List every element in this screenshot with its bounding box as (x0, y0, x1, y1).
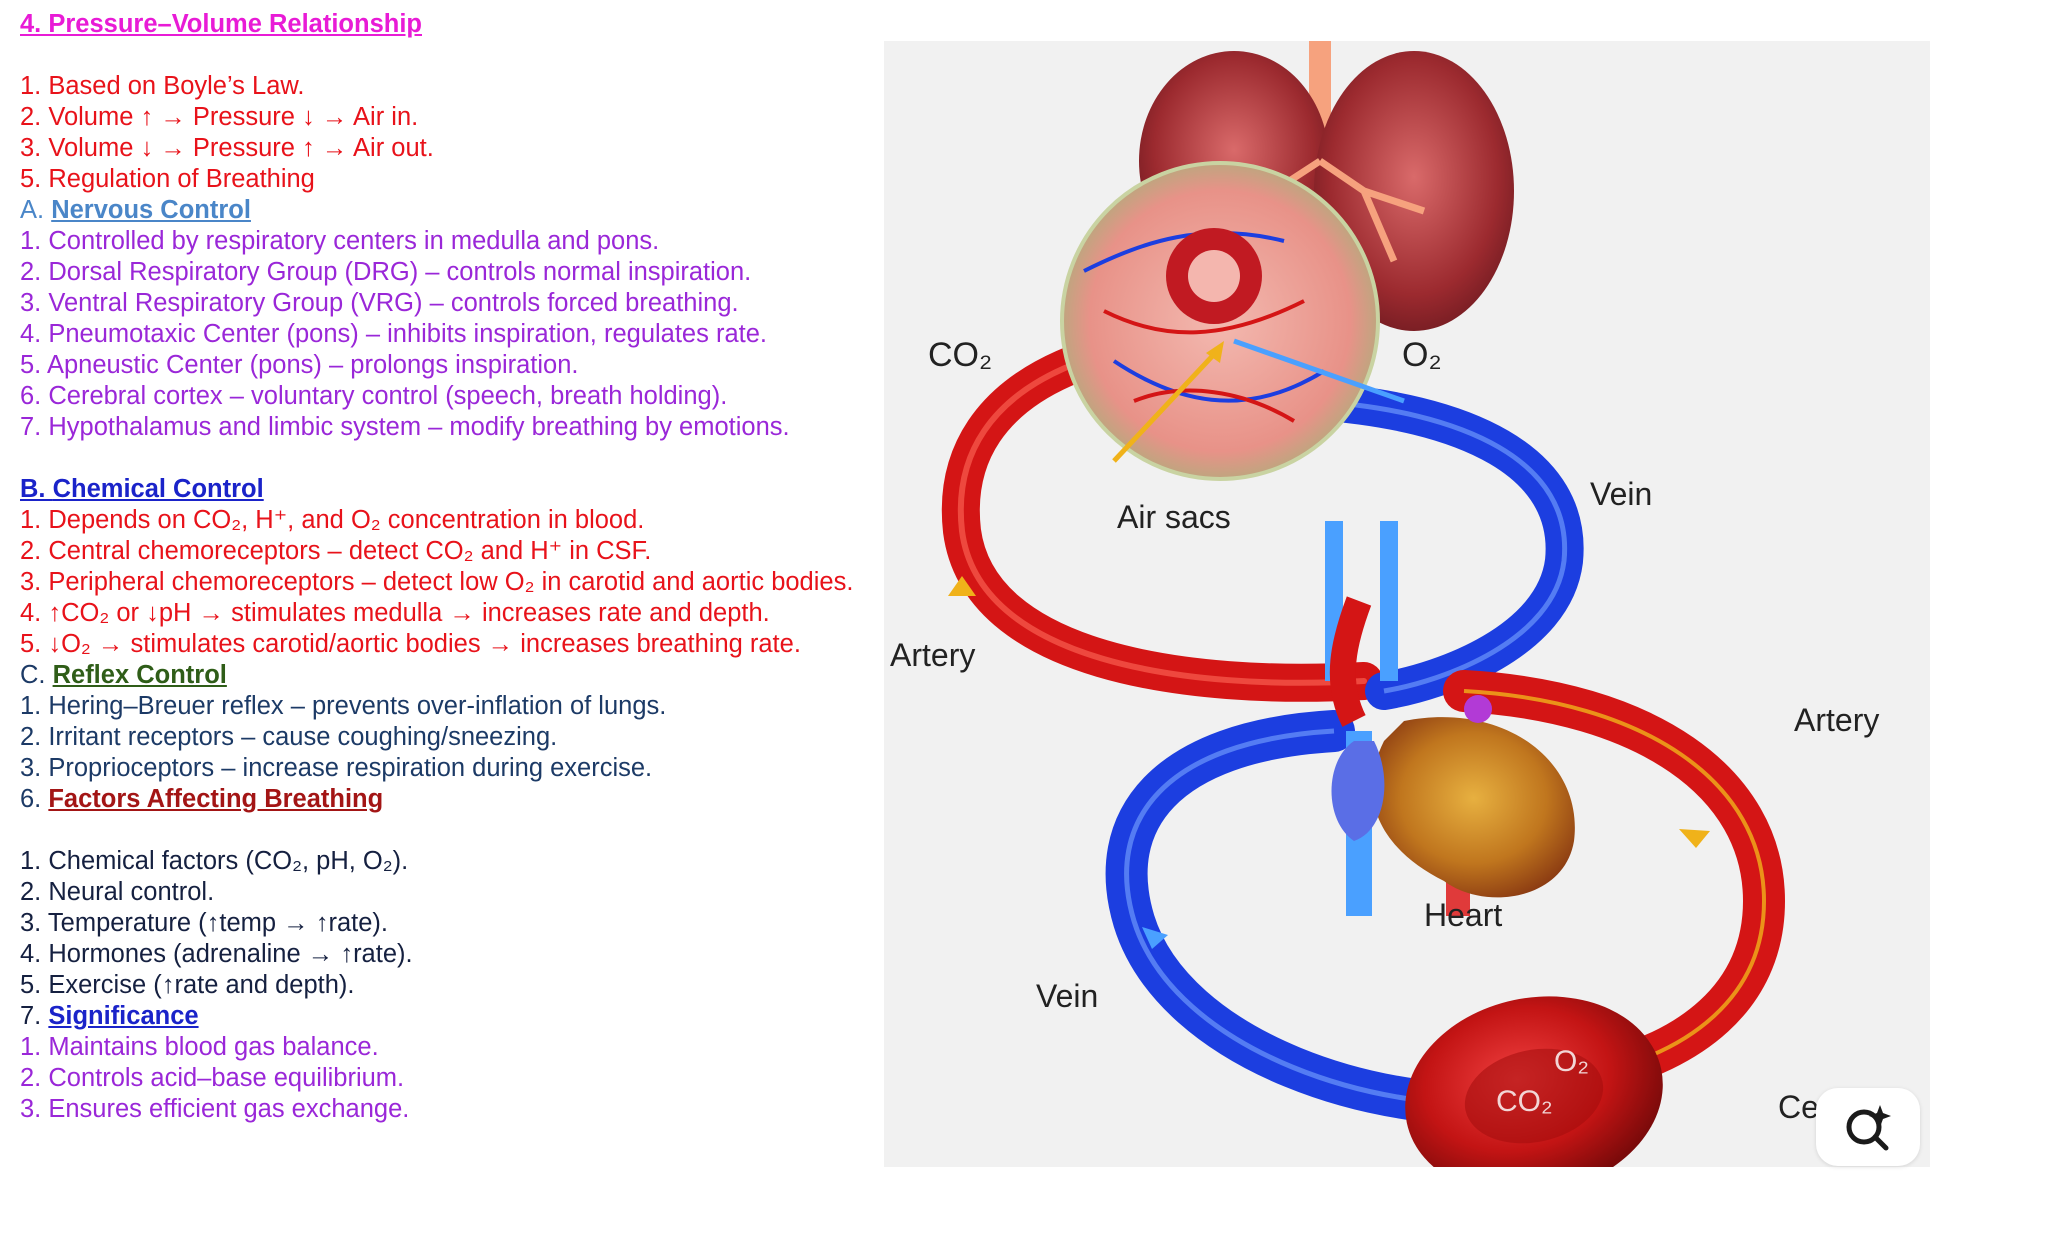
flow-arrow-left (948, 576, 976, 596)
note-line: 5. Regulation of Breathing (20, 165, 315, 193)
note-line: 1. Maintains blood gas balance. (20, 1033, 379, 1061)
note-line: 4. Pneumotaxic Center (pons) – inhibits … (20, 320, 767, 348)
note-line: 4. Hormones (adrenaline → ↑rate). (20, 940, 413, 968)
label-vein-top: Vein (1590, 476, 1652, 512)
notes-panel: 4. Pressure–Volume Relationship 1. Based… (20, 9, 890, 1125)
label-o2-top: O₂ (1402, 336, 1442, 374)
subheading-prefix: 6. (20, 785, 49, 813)
note-line: 3. Ensures efficient gas exchange. (20, 1095, 410, 1123)
circulation-diagram-image: CO₂ O₂ Air sacs Vein Artery Artery Heart… (884, 41, 1930, 1167)
note-line: 3. Peripheral chemoreceptors – detect lo… (20, 568, 854, 596)
subheading: Nervous Control (51, 196, 251, 224)
note-line: 7. Hypothalamus and limbic system – modi… (20, 413, 790, 441)
note-line: 1. Controlled by respiratory centers in … (20, 227, 660, 255)
subheading-line: B. Chemical Control (20, 474, 890, 505)
heart-shape (1372, 717, 1575, 898)
note-line: 1. Hering–Breuer reflex – prevents over-… (20, 692, 667, 720)
blank-line (20, 815, 890, 846)
subheading: Chemical Control (52, 475, 264, 503)
note-line: 3. Temperature (↑temp → ↑rate). (20, 909, 388, 937)
subheading-prefix: 7. (20, 1002, 49, 1030)
label-cell-partial: Ce (1778, 1089, 1819, 1125)
subheading-line: 6. Factors Affecting Breathing (20, 784, 890, 815)
note-line: 2. Central chemoreceptors – detect CO₂ a… (20, 537, 652, 565)
subheading-prefix: B. (20, 475, 53, 503)
label-vein-bottom: Vein (1036, 978, 1098, 1014)
section-title: 4. Pressure–Volume Relationship (20, 10, 422, 38)
subheading-prefix: A. (20, 196, 52, 224)
note-line: 2. Dorsal Respiratory Group (DRG) – cont… (20, 258, 752, 286)
subheading: Factors Affecting Breathing (48, 785, 384, 813)
note-line: 5. ↓O₂ → stimulates carotid/aortic bodie… (20, 630, 801, 658)
note-line: 2. Irritant receptors – cause coughing/s… (20, 723, 558, 751)
label-artery-right: Artery (1794, 702, 1879, 738)
label-heart: Heart (1424, 897, 1502, 933)
blank-line (20, 443, 890, 474)
note-line: 3. Volume ↓ → Pressure ↑ → Air out. (20, 134, 434, 162)
label-cell-co2: CO₂ (1496, 1085, 1553, 1118)
visual-search-button[interactable] (1816, 1088, 1920, 1166)
flow-arrow-right (1679, 829, 1710, 848)
note-line: 3. Proprioceptors – increase respiration… (20, 754, 653, 782)
note-line: 5. Exercise (↑rate and depth). (20, 971, 355, 999)
note-line: 2. Volume ↑ → Pressure ↓ → Air in. (20, 103, 419, 131)
subheading: Reflex Control (52, 661, 227, 689)
subheading-line: C. Reflex Control (20, 660, 890, 691)
note-line: 1. Based on Boyle’s Law. (20, 72, 305, 100)
label-air-sacs: Air sacs (1117, 499, 1231, 535)
subheading-prefix: C. (20, 661, 53, 689)
visual-search-icon (1846, 1105, 1891, 1151)
label-cell-o2: O₂ (1554, 1045, 1589, 1078)
note-line: 3. Ventral Respiratory Group (VRG) – con… (20, 289, 739, 317)
note-line: 6. Cerebral cortex – voluntary control (… (20, 382, 728, 410)
blank-line (20, 40, 890, 71)
note-line: 4. ↑CO₂ or ↓pH → stimulates medulla → in… (20, 599, 770, 627)
subheading-line: 7. Significance (20, 1001, 890, 1032)
subheading-line: A. Nervous Control (20, 195, 890, 226)
flow-arrow-vein (1142, 927, 1168, 949)
note-line: 1. Depends on CO₂, H⁺, and O₂ concentrat… (20, 506, 645, 534)
label-artery-left: Artery (890, 637, 975, 673)
note-line: 1. Chemical factors (CO₂, pH, O₂). (20, 847, 409, 875)
label-co2-top: CO₂ (928, 336, 992, 374)
note-line: 2. Controls acid–base equilibrium. (20, 1064, 405, 1092)
subheading: Significance (48, 1002, 199, 1030)
note-line: 2. Neural control. (20, 878, 215, 906)
note-lines: 1. Based on Boyle’s Law. 2. Volume ↑ → Pr… (20, 40, 890, 1125)
note-line: 5. Apneustic Center (pons) – prolongs in… (20, 351, 579, 379)
